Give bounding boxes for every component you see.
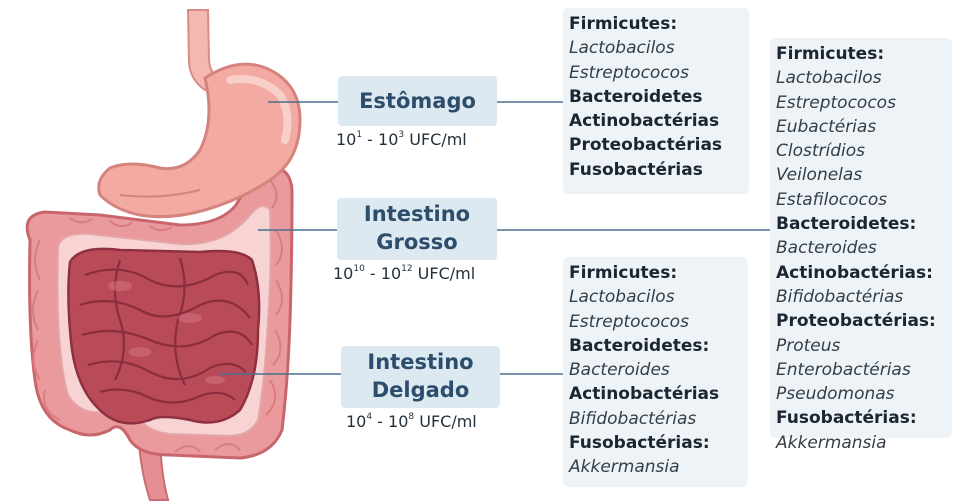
bacteria-genus: Lactobacilos [569,36,743,60]
bacteria-phylum: Firmicutes: [569,12,743,36]
small-intestine-label-line1: Intestino [341,348,500,376]
small-intestine-bacteria-count: 104 - 108 UFC/ml [346,412,477,431]
bacteria-phylum: Firmicutes: [776,42,946,66]
bacteria-genus: Enterobactérias [776,358,946,382]
bacteria-genus: Bacteroides [569,358,742,382]
bacteria-phylum: Bacteroidetes: [776,212,946,236]
large-intestine-label-line1: Intestino [337,200,497,228]
bacteria-genus: Lactobacilos [776,66,946,90]
bacteria-genus: Estafilococos [776,188,946,212]
bacteria-genus: Lactobacilos [569,285,742,309]
bacteria-genus: Proteus [776,334,946,358]
bacteria-genus: Akkermansia [776,431,946,455]
bacteria-phylum: Fusobactérias: [569,431,742,455]
small-intestine-label-line2: Delgado [341,376,500,404]
bacteria-phylum: Actinobactérias [569,382,742,406]
bacteria-phylum: Proteobactérias: [776,309,946,333]
small-intestine-label: Intestino Delgado [341,346,500,408]
bacteria-genus: Bifidobactérias [569,407,742,431]
bacteria-genus: Estreptococos [569,61,743,85]
bacteria-phylum: Actinobactérias [569,109,743,133]
stomach-bacteria-count: 101 - 103 UFC/ml [336,130,467,149]
bacteria-genus: Bifidobactérias [776,285,946,309]
bacteria-phylum: Fusobactérias [569,158,743,182]
bacteria-genus: Eubactérias [776,115,946,139]
stomach-label: Estômago [338,76,497,126]
bacteria-genus: Estreptococos [776,91,946,115]
bacteria-phylum: Actinobactérias: [776,261,946,285]
large-intestine-label-line2: Grosso [337,228,497,256]
bacteria-phylum: Bacteroidetes [569,85,743,109]
bacteria-phylum: Proteobactérias [569,133,743,157]
bacteria-genus: Bacteroides [776,236,946,260]
bacteria-genus: Clostrídios [776,139,946,163]
bacteria-phylum: Fusobactérias: [776,406,946,430]
bacteria-phylum: Firmicutes: [569,261,742,285]
bacteria-genus: Akkermansia [569,455,742,479]
bacteria-genus: Veilonelas [776,163,946,187]
bacteria-phylum: Bacteroidetes: [569,334,742,358]
large-intestine-label: Intestino Grosso [337,198,497,260]
bacteria-genus: Pseudomonas [776,382,946,406]
large-intestine-bacteria-count: 1010 - 1012 UFC/ml [333,264,475,283]
bacteria-genus: Estreptococos [569,310,742,334]
